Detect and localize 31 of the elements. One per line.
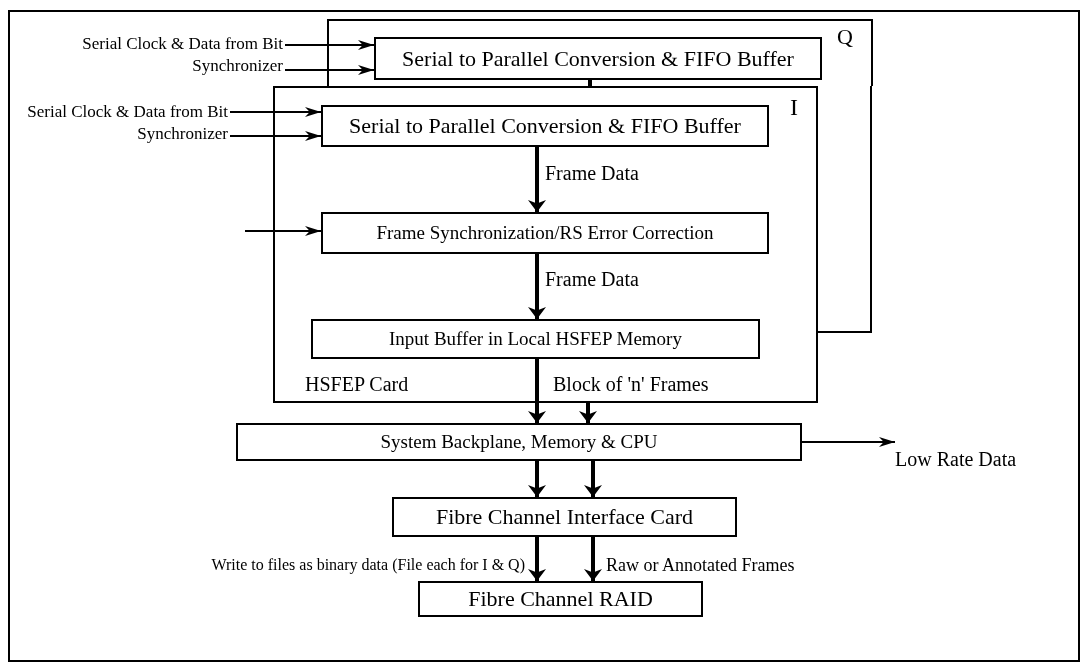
process-box: System Backplane, Memory & CPU <box>236 423 802 461</box>
arrow <box>528 461 546 497</box>
process-box: Serial to Parallel Conversion & FIFO Buffer <box>374 37 822 80</box>
input-label: Serial Clock & Data from Bit Synchronizer <box>13 101 228 145</box>
arrow <box>801 437 896 447</box>
process-box: Frame Synchronization/RS Error Correction <box>321 212 769 254</box>
process-box: Serial to Parallel Conversion & FIFO Buffer <box>321 105 769 147</box>
process-box: Fibre Channel RAID <box>418 581 703 617</box>
arrow <box>284 65 375 75</box>
card-label: HSFEP Card <box>305 373 409 395</box>
arrow <box>528 537 546 581</box>
arrow <box>244 226 322 236</box>
channel-label: I <box>790 94 798 121</box>
arrow <box>528 254 546 319</box>
output-label: Low Rate Data <box>895 448 1017 470</box>
process-box: Fibre Channel Interface Card <box>392 497 737 537</box>
arrow <box>229 107 322 117</box>
edge-label: Write to files as binary data (File each for I & Q) <box>211 556 525 574</box>
channel-card <box>327 19 873 86</box>
arrow <box>528 359 546 423</box>
connector-line <box>588 80 592 86</box>
channel-label: Q <box>837 25 853 50</box>
arrow <box>584 461 602 497</box>
arrow <box>284 40 375 50</box>
arrow <box>584 537 602 581</box>
input-label: Serial Clock & Data from Bit Synchronizer <box>68 33 283 77</box>
arrow <box>229 131 322 141</box>
channel-card <box>273 86 818 403</box>
arrow <box>579 403 597 423</box>
arrow <box>528 147 546 212</box>
process-box: Input Buffer in Local HSFEP Memory <box>311 319 760 359</box>
